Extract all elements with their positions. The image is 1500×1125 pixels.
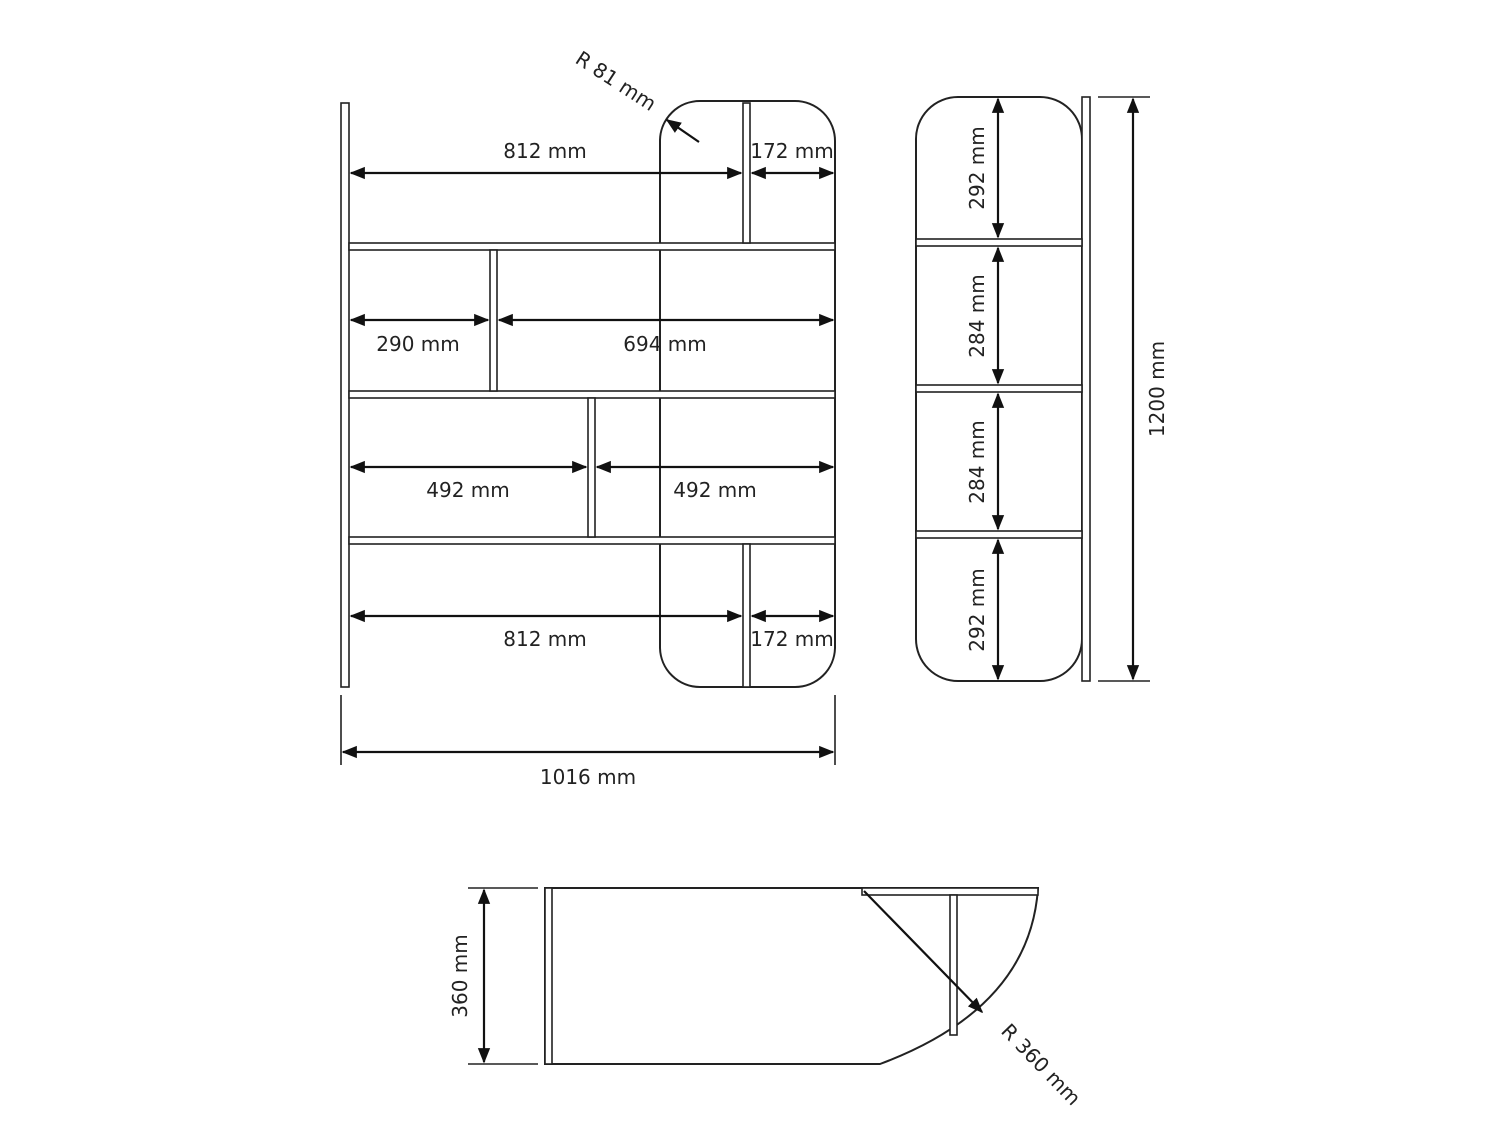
- front-radius-arrow: [665, 119, 700, 143]
- top-radius-label: R 360 mm: [996, 1019, 1085, 1110]
- top-depth-label: 360 mm: [448, 934, 472, 1018]
- front-shelf-3: [348, 536, 836, 545]
- front-row2-left-label: 290 mm: [376, 332, 460, 356]
- front-row1-left-label: 812 mm: [503, 139, 587, 163]
- side-shelf-3: [915, 530, 1083, 539]
- front-row4-left-label: 812 mm: [503, 627, 587, 651]
- top-outline: [544, 887, 1040, 1065]
- side-view: 292 mm 284 mm 284 mm 292 mm 1200 mm: [914, 96, 1169, 682]
- top-left-panel: [544, 887, 553, 1065]
- front-divider-bottom: [742, 543, 751, 688]
- front-shelf-2: [348, 390, 836, 399]
- side-back-panel: [1081, 96, 1091, 682]
- top-view: R 360 mm 360 mm: [448, 887, 1086, 1110]
- top-divider: [949, 894, 958, 1036]
- side-shelf-2: [915, 384, 1083, 393]
- front-row1-right-label: 172 mm: [750, 139, 834, 163]
- side-section4-label: 292 mm: [965, 568, 989, 652]
- side-shelf-1: [915, 238, 1083, 247]
- front-row3-right-label: 492 mm: [673, 478, 757, 502]
- front-divider-row3: [587, 397, 596, 538]
- front-view: R 81 mm 812 mm 172 mm 290 mm 694 mm 492 …: [340, 46, 836, 789]
- front-row3-left-label: 492 mm: [426, 478, 510, 502]
- side-section1-label: 292 mm: [965, 126, 989, 210]
- side-total-height-label: 1200 mm: [1145, 341, 1169, 437]
- side-section2-label: 284 mm: [965, 274, 989, 358]
- front-row4-right-label: 172 mm: [750, 627, 834, 651]
- front-row2-right-label: 694 mm: [623, 332, 707, 356]
- front-radius-label: R 81 mm: [571, 46, 660, 116]
- side-section3-label: 284 mm: [965, 420, 989, 504]
- top-shelf-band: [861, 887, 1039, 896]
- front-total-width-label: 1016 mm: [540, 765, 636, 789]
- top-radius-arrow: [863, 890, 984, 1014]
- front-left-panel: [340, 102, 350, 688]
- front-divider-top: [742, 102, 751, 244]
- front-divider-row2: [489, 249, 498, 392]
- front-shelf-1: [348, 242, 836, 251]
- front-rounded-outline: [659, 100, 836, 688]
